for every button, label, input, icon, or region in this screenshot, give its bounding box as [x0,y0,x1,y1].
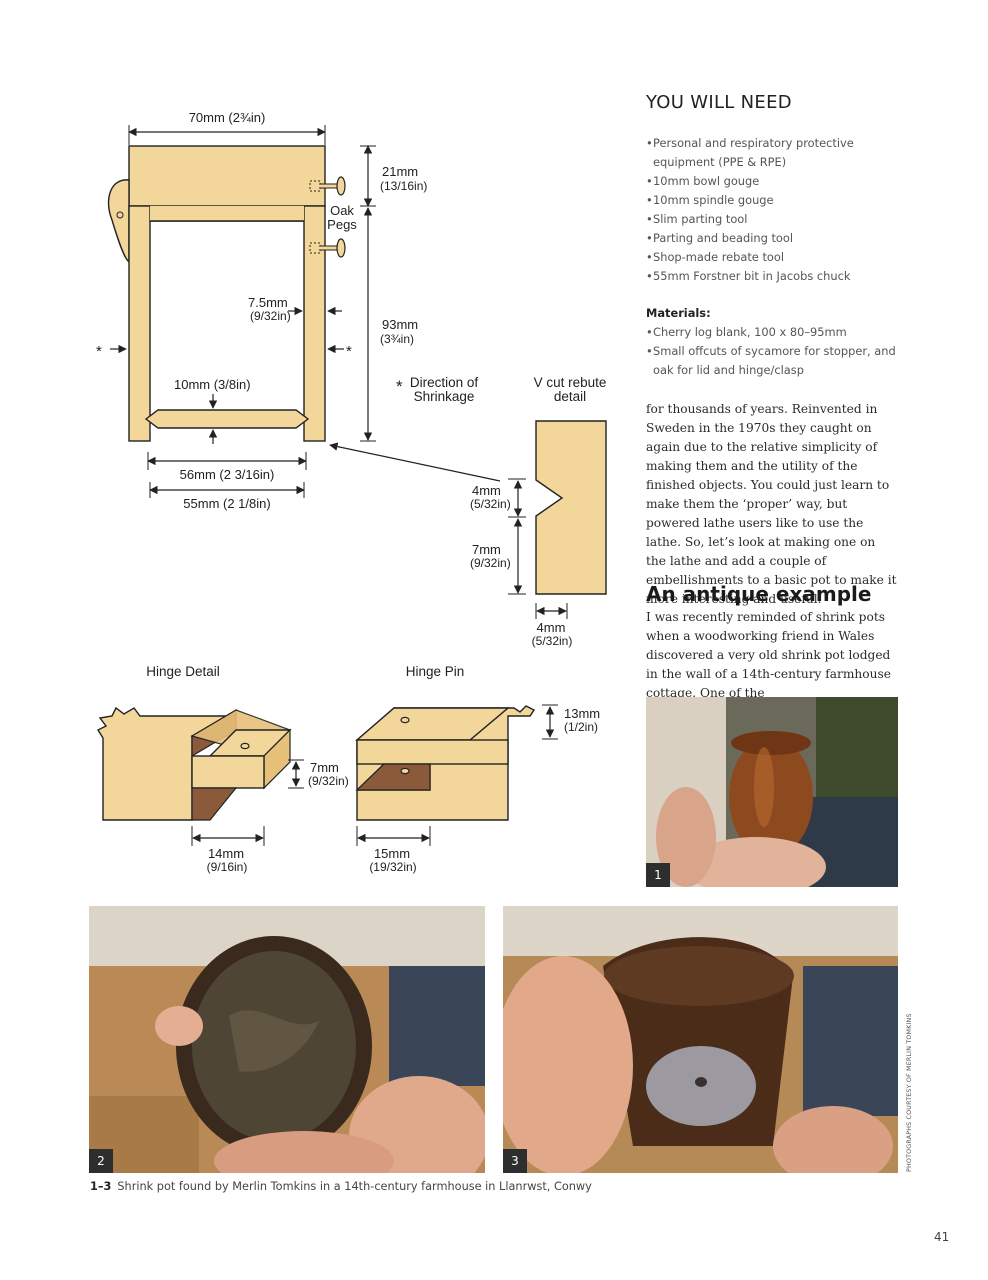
height-label: 93mm [382,317,418,332]
photo-1-number: 1 [646,863,670,887]
list-item: Small offcuts of sycamore for stopper, a… [646,342,906,380]
height-inch-label: (3¾in) [380,332,414,346]
photo-2: 2 [89,906,485,1173]
photo-3-image [503,906,898,1173]
vcut-depth-inch-label: (5/32in) [470,497,511,511]
hinge-knob [107,179,130,264]
photo-1: 1 [646,697,898,887]
list-item: Shop-made rebate tool [646,248,906,267]
lid-height-label: 21mm [382,164,418,179]
pin-13mm-inch-label: (1/2in) [564,720,598,734]
inner-width-2-label: 55mm (2 1/8in) [183,496,270,511]
hinge-14mm-inch-label: (9/16in) [207,860,248,874]
page-number: 41 [934,1230,950,1244]
hinge-7mm-label: 7mm [310,760,339,775]
vcut-width-inch-label: (5/32in) [532,634,573,648]
body-paragraph-2: I was recently reminded of shrink pots w… [646,610,891,700]
base-board [144,409,310,429]
left-wall [128,205,151,442]
hinge-14mm-label: 14mm [208,846,244,861]
caption-number: 1–3 [90,1180,112,1193]
vcut-depth-label: 4mm [472,483,501,498]
base-label: 10mm (3/8in) [174,377,251,392]
svg-text:*: * [96,343,102,360]
hinge-detail-title: Hinge Detail [146,664,220,679]
inner-width-1-label: 56mm (2 3/16in) [180,467,275,482]
section-heading: An antique example [646,582,872,606]
photo-credit: PHOTOGRAPHS COURTESY OF MERLIN TOMKINS [906,1013,913,1172]
pin-13mm-label: 13mm [564,706,600,721]
hinge-pin-title: Hinge Pin [406,664,465,679]
materials-title: Materials: [646,306,711,320]
vcut-rest-label: 7mm [472,542,501,557]
lid-height-inch-label: (13/16in) [380,179,427,193]
list-item: Slim parting tool [646,210,906,229]
list-item: 10mm bowl gouge [646,172,906,191]
tools-list: Personal and respiratory protective equi… [646,134,906,286]
vcut-width-label: 4mm [537,620,566,635]
right-wall [303,205,326,442]
photo-1-image [646,697,898,887]
svg-text:*: * [396,377,403,396]
vcut-wall [535,420,607,595]
hinge-pin-drawing [355,705,536,821]
width-label: 70mm (2¾in) [189,110,266,125]
wall-inch-label: (9/32in) [250,309,291,323]
list-item: Cherry log blank, 100 x 80–95mm [646,323,906,342]
oak-peg-top [309,176,346,196]
list-item: 55mm Forstner bit in Jacobs chuck [646,267,906,286]
list-item: 10mm spindle gouge [646,191,906,210]
photo-3-number: 3 [503,1149,527,1173]
caption-text: Shrink pot found by Merlin Tomkins in a … [117,1180,592,1193]
list-item: Personal and respiratory protective equi… [646,134,906,172]
body-paragraph-1: for thousands of years. Reinvented in Sw… [646,402,897,606]
hinge-7mm-inch-label: (9/32in) [308,774,349,788]
hinge-detail-drawing [96,706,292,821]
lid-block [128,145,326,207]
wall-label: 7.5mm [248,295,288,310]
photo-2-number: 2 [89,1149,113,1173]
svg-text:*: * [346,343,352,360]
oak-peg-bottom [309,238,346,258]
vcut-rest-inch-label: (9/32in) [470,556,511,570]
pin-15mm-inch-label: (19/32in) [369,860,416,874]
photo-2-image [89,906,485,1173]
pin-15mm-label: 15mm [374,846,410,861]
you-will-need-title: YOU WILL NEED [646,92,792,113]
photo-3: 3 [503,906,898,1173]
list-item: Parting and beading tool [646,229,906,248]
materials-list: Cherry log blank, 100 x 80–95mm Small of… [646,323,906,380]
photo-caption: 1–3 Shrink pot found by Merlin Tomkins in… [90,1180,592,1193]
